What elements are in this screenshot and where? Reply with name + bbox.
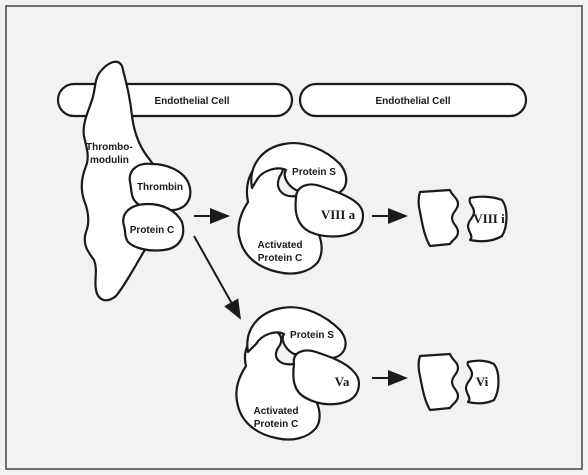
lower-apc-label-1: Activated [253,406,298,417]
upper-product-label: VIII i [473,211,505,226]
arrow-to-lower-complex [194,236,240,318]
membrane-label-right: Endothelial Cell [375,96,450,107]
membrane-label-left: Endothelial Cell [154,96,229,107]
lower-product-label: Vi [476,374,489,389]
lower-factor-label: Va [335,374,350,389]
lower-cleaved-fragment-left [419,354,459,410]
lower-apc-label-2: Protein C [254,419,298,430]
protein-c-label: Protein C [130,225,174,236]
upper-cleaved-fragment-left [419,190,459,246]
upper-factor-label: VIII a [321,207,356,222]
upper-apc-label-2: Protein C [258,253,302,264]
upper-apc-label-1: Activated [257,240,302,251]
thrombin-label: Thrombin [137,182,183,193]
thrombomodulin-label-1: Thrombo- [86,142,133,153]
lower-protein-s-label: Protein S [290,330,334,341]
thrombomodulin-label-2: modulin [90,155,129,166]
upper-protein-s-label: Protein S [292,167,336,178]
